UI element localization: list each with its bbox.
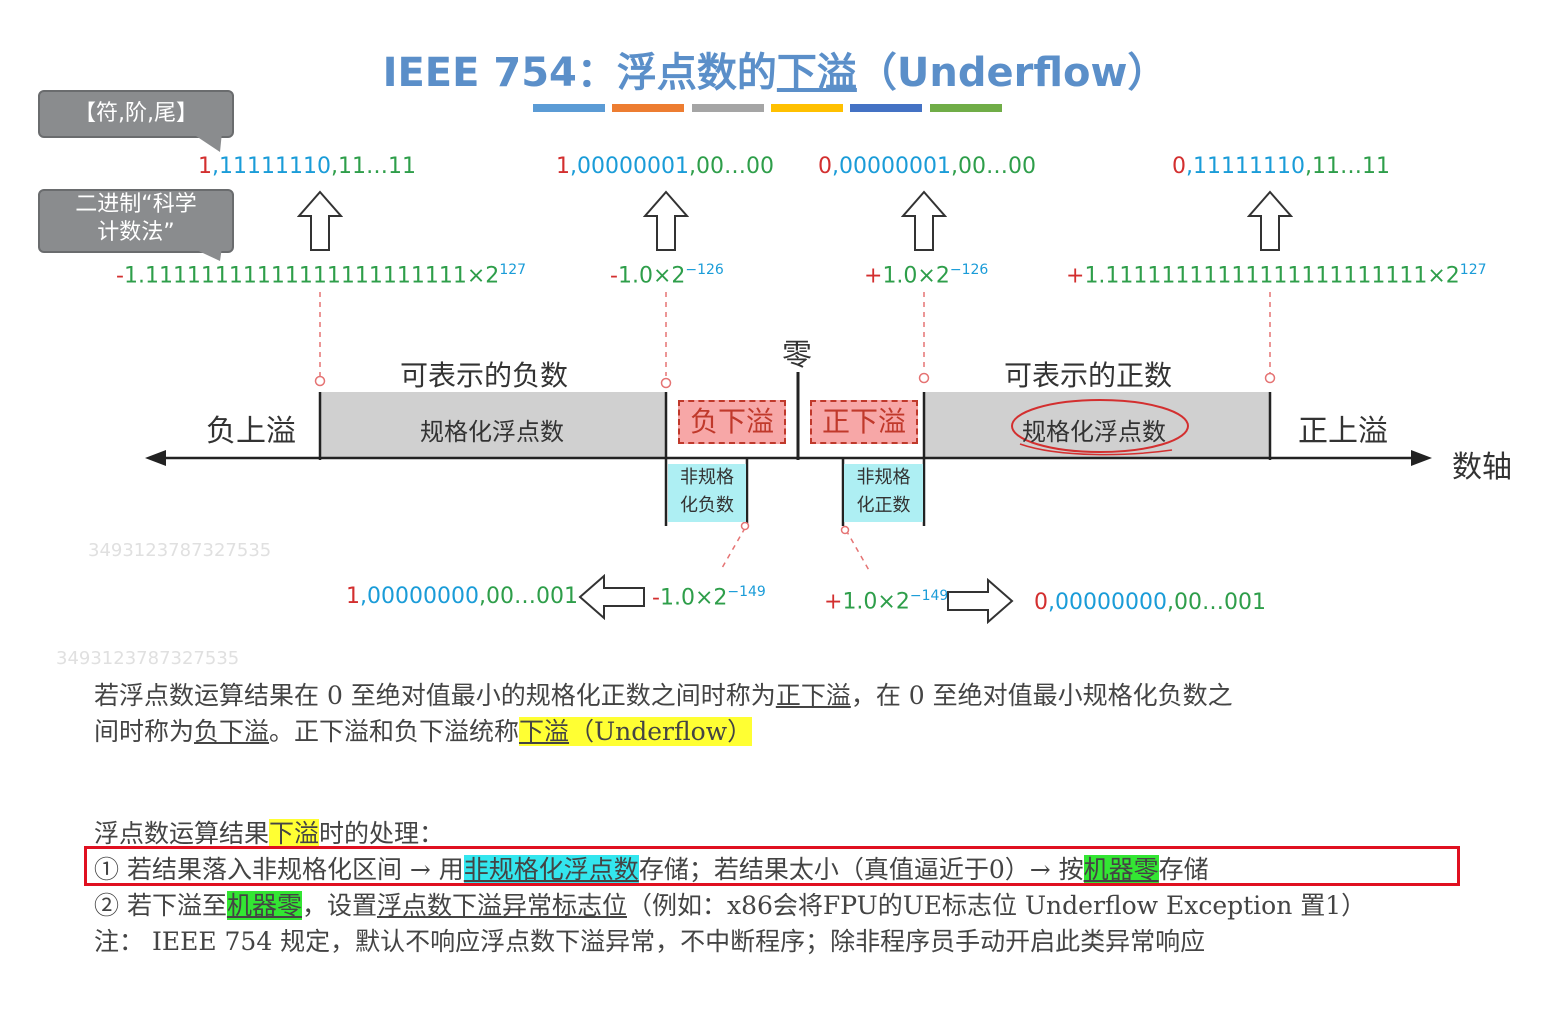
color-bar-segment	[692, 104, 764, 112]
color-bar-segment	[533, 104, 605, 112]
neg-normalized-label: 规格化浮点数	[420, 418, 564, 446]
color-bar-segment	[850, 104, 922, 112]
axis-label: 数轴	[1452, 450, 1512, 485]
up-arrow-icon	[297, 190, 343, 251]
color-bar-segment	[771, 104, 843, 112]
watermark: 3493123787327535	[56, 648, 240, 669]
up-arrow-icon	[901, 190, 947, 251]
pos-overflow-label: 正上溢	[1298, 414, 1388, 449]
neg-representable-label: 可表示的负数	[400, 359, 569, 392]
neg-underflow-box: 负下溢	[678, 400, 786, 444]
sci-notation-bubble: 二进制“科学 计数法”	[38, 189, 234, 253]
sci-pos-min: +1.0×2−126	[864, 262, 989, 289]
handling-item-2: ② 若下溢至机器零，设置浮点数下溢异常标志位（例如：x86会将FPU的UE标志位…	[94, 891, 1367, 920]
sci-neg-min: -1.0×2−126	[610, 262, 724, 289]
encoding-pos-min: 0,00000001,00…00	[818, 154, 1036, 179]
page-title: IEEE 754：浮点数的下溢（Underflow）	[382, 50, 1168, 96]
sci-pos-max: +1.11111111111111111111111×2127	[1066, 262, 1487, 289]
bubble-tail	[190, 132, 222, 152]
encoding-neg-max: 1,11111110,11…11	[198, 154, 416, 179]
watermark: 3493123787327535	[88, 540, 272, 561]
pos-underflow-box: 正下溢	[810, 400, 918, 444]
sci-neg-max: -1.11111111111111111111111×2127	[116, 262, 527, 289]
up-arrow-icon	[643, 190, 689, 251]
sci-neg-denormal-min: -1.0×2−149	[652, 584, 766, 611]
pos-normalized-label: 规格化浮点数	[1022, 418, 1166, 446]
definition-line-1: 若浮点数运算结果在 0 至绝对值最小的规格化正数之间时称为正下溢，在 0 至绝对…	[94, 681, 1233, 710]
encoding-neg-denormal-min: 1,00000000,00…001	[346, 584, 578, 609]
bubble-tail	[190, 247, 222, 261]
highlight-frame	[84, 846, 1460, 886]
color-bar-segment	[930, 104, 1002, 112]
pos-representable-label: 可表示的正数	[1004, 359, 1173, 392]
handling-item-1: ① 若结果落入非规格化区间 → 用非规格化浮点数存储；若结果太小（真值逼近于0）…	[94, 855, 1209, 884]
encoding-pos-denormal-min: 0,00000000,00…001	[1034, 590, 1266, 615]
right-arrow-icon	[947, 578, 1014, 624]
pos-denormal-box: 非规格 化正数	[844, 464, 923, 522]
neg-overflow-label: 负上溢	[206, 414, 296, 449]
number-axis	[145, 292, 1432, 573]
handling-heading: 浮点数运算结果下溢时的处理：	[94, 819, 445, 848]
definition-line-2: 间时称为负下溢。正下溢和负下溢统称下溢（Underflow）	[94, 717, 753, 746]
neg-denormal-box: 非规格 化负数	[668, 464, 746, 522]
format-bubble: 【符,阶,尾】	[38, 90, 234, 138]
encoding-neg-min: 1,00000001,00…00	[556, 154, 774, 179]
color-bar-segment	[612, 104, 684, 112]
up-arrow-icon	[1247, 190, 1293, 251]
sci-pos-denormal-min: +1.0×2−149	[824, 588, 949, 615]
note-line: 注： IEEE 754 规定，默认不响应浮点数下溢异常，不中断程序；除非程序员手…	[94, 927, 1206, 956]
zero-label: 零	[782, 338, 812, 373]
encoding-pos-max: 0,11111110,11…11	[1172, 154, 1390, 179]
left-arrow-icon	[578, 574, 645, 620]
